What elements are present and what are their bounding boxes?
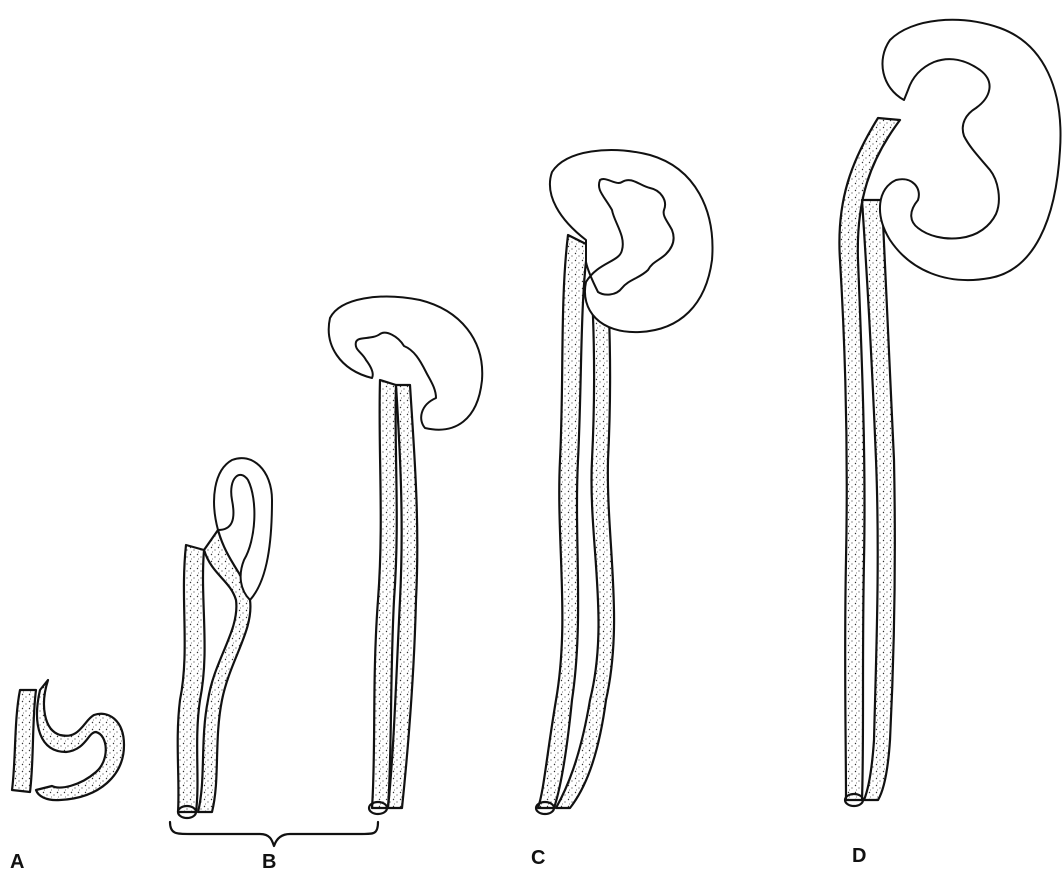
stage-b-figure-2 [329, 297, 482, 814]
stage-c-label: C [531, 847, 545, 869]
stage-a-figure [12, 680, 124, 800]
stage-d-label: D [852, 845, 866, 867]
stage-a-label: A [10, 851, 24, 872]
stage-d-figure [839, 20, 1060, 806]
stage-b-label: B [262, 851, 276, 872]
stage-c-figure [536, 150, 712, 814]
stage-b-figure-1 [178, 458, 272, 818]
stage-b-bracket [170, 822, 378, 846]
